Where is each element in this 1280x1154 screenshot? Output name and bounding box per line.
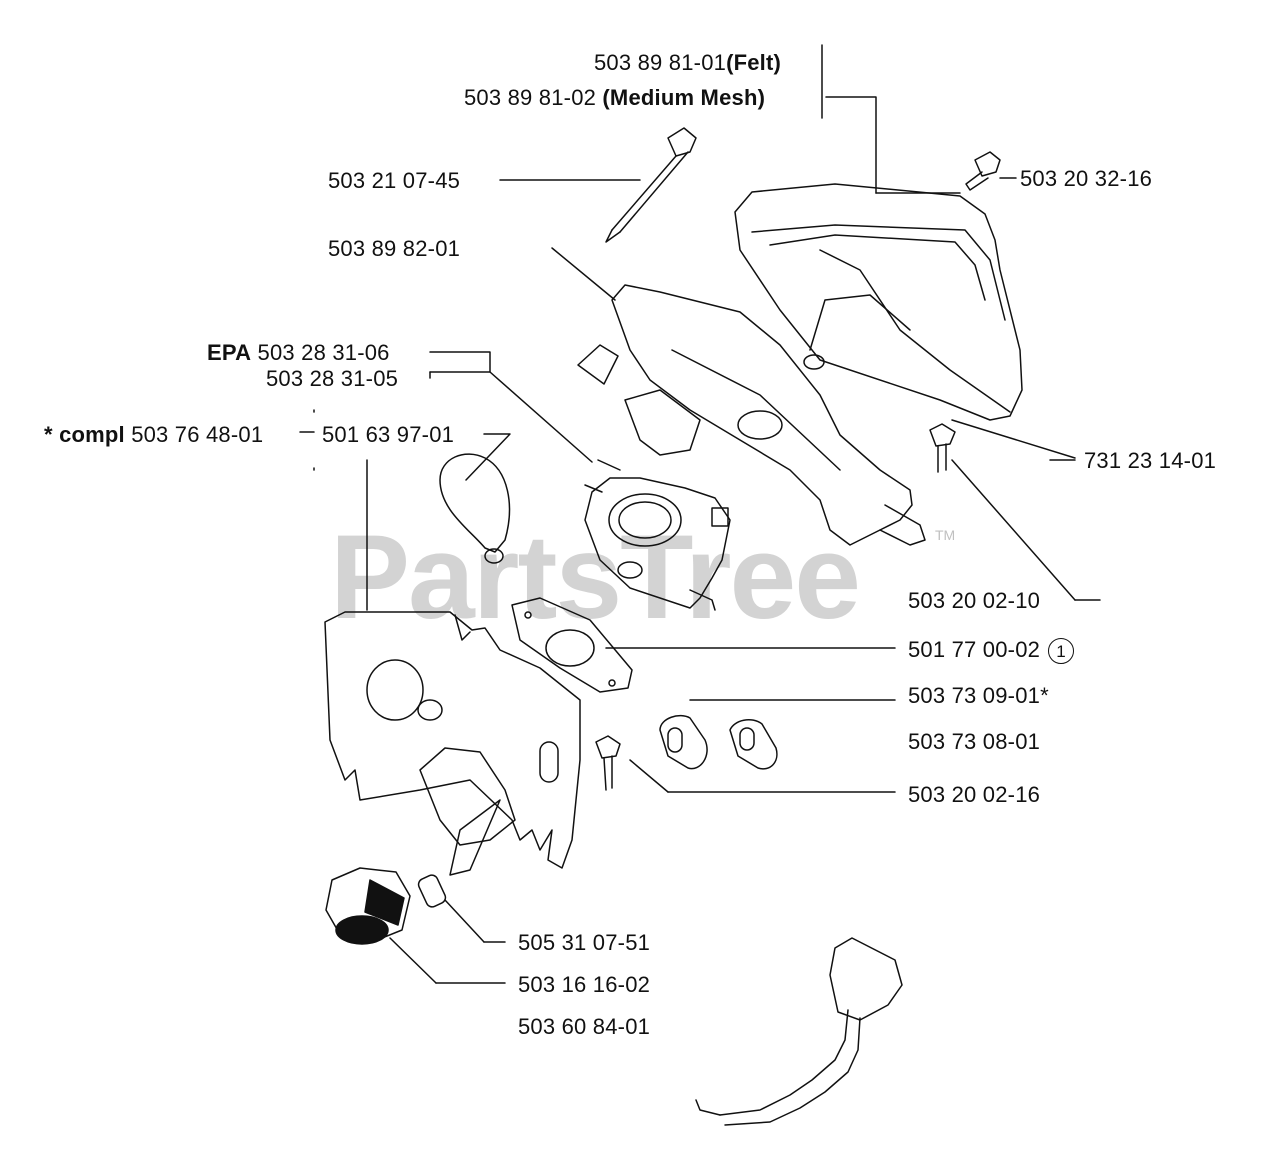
grommet-1-part — [659, 714, 708, 770]
partstree-watermark: PartsTree — [330, 510, 861, 644]
impulse-hose-part — [695, 937, 903, 1126]
part-label-503203216: 503 20 32-16 — [1020, 166, 1153, 191]
carburetor-part — [584, 459, 731, 611]
part-label-mesh-filter: 503 89 81-02 (Medium Mesh) — [464, 85, 766, 110]
part-label-503210745: 503 21 07-45 — [328, 168, 461, 193]
small-screw-top-part — [965, 151, 1001, 191]
part-label-503161602: 503 16 16-02 — [518, 972, 651, 997]
screw-center-part — [595, 735, 621, 791]
air-filter-cover-part — [734, 183, 1023, 421]
part-label-503200210: 503 20 02-10 — [908, 588, 1041, 613]
bolt-right-part — [929, 423, 956, 473]
balloon-filter-part — [439, 453, 511, 564]
part-label-503730801: 503 73 08-01 — [908, 729, 1041, 754]
part-label-501639701: 501 63 97-01 — [322, 422, 455, 447]
grommet-2-part — [729, 718, 778, 770]
part-label-503730901: 503 73 09-01* — [908, 683, 1049, 708]
fuel-filter-part — [325, 867, 411, 945]
trademark-mark: TM — [935, 527, 956, 543]
adapter-plate-part — [324, 611, 581, 876]
part-label-epa: EPA 503 28 31-06 — [207, 340, 390, 365]
reference-number-badge: 1 — [1048, 638, 1075, 665]
part-label-503898201: 503 89 82-01 — [328, 236, 461, 261]
part-label-503200216: 503 20 02-16 — [908, 782, 1041, 807]
part-label-compl: * compl 503 76 48-01 — [44, 422, 264, 447]
leader-lines — [299, 44, 1101, 984]
gasket-part — [511, 597, 633, 693]
part-label-503283105: 503 28 31-05 — [266, 366, 399, 391]
part-label-felt-filter: 503 89 81-01(Felt) — [594, 50, 782, 75]
sleeve-part — [417, 874, 447, 908]
long-screw-part — [605, 127, 697, 243]
part-label-503608401: 503 60 84-01 — [518, 1014, 651, 1039]
part-label-505310751: 505 31 07-51 — [518, 930, 651, 955]
air-filter-housing-part — [577, 284, 926, 546]
part-label-731231401: 731 23 14-01 — [1084, 448, 1217, 473]
